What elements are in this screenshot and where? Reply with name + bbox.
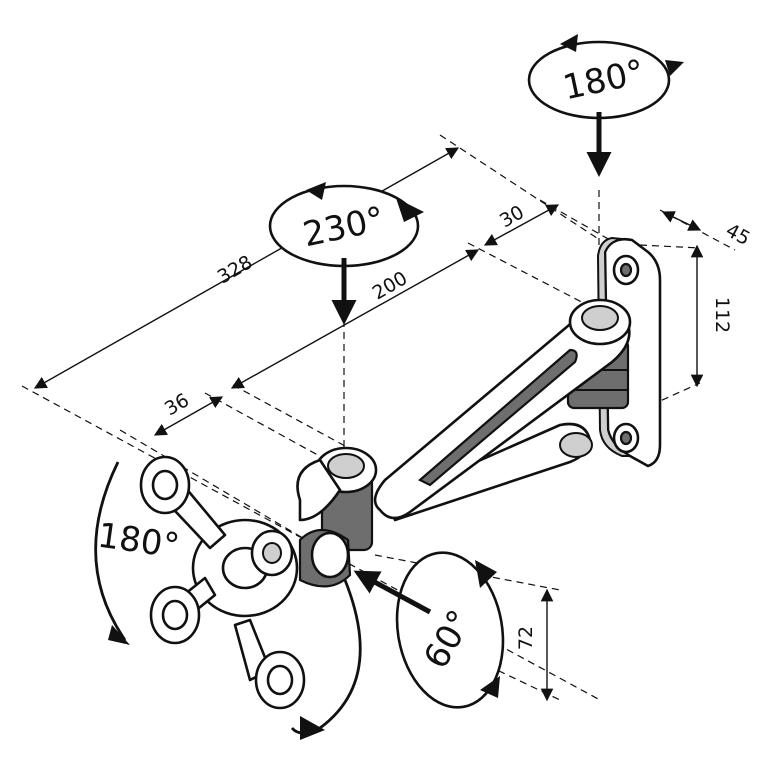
arrow-head-tilt <box>353 570 432 615</box>
vesa-head <box>139 455 306 710</box>
lower-strut <box>388 422 593 522</box>
rotation-arm-pivot: 230° <box>268 182 424 325</box>
dim-line-depth <box>661 211 702 231</box>
elbow-joint <box>296 446 378 552</box>
rotation-tilt: 60° <box>353 551 505 709</box>
dim-line-end <box>483 204 560 246</box>
rotation-wall-pivot: 180° <box>527 34 684 177</box>
dim-head-height: 72 <box>515 626 537 650</box>
tilt-joint <box>298 528 352 588</box>
dim-line-pivot <box>153 396 224 436</box>
main-arm <box>373 298 632 520</box>
angle-head-rotation: 180° <box>95 516 182 567</box>
dim-end-offset: 30 <box>496 201 528 232</box>
rotation-head: 180° <box>94 461 362 740</box>
dim-line-arm <box>230 249 480 389</box>
dim-plate-height: 112 <box>711 297 733 333</box>
